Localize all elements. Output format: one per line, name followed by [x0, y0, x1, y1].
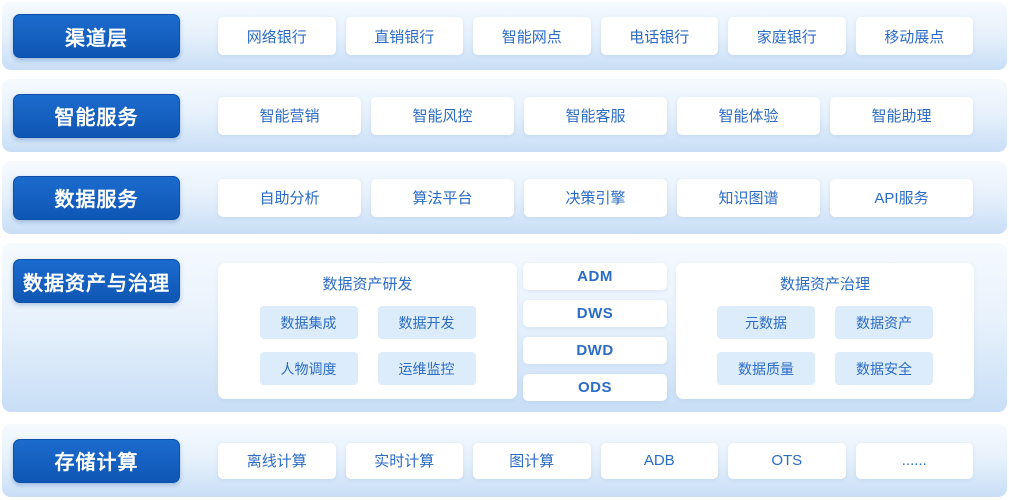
chip: 元数据: [717, 306, 815, 339]
channel-cards-row: 网络银行 直销银行 智能网点 电话银行 家庭银行 移动展点: [218, 2, 973, 70]
chip: 数据资产: [835, 306, 933, 339]
chip: 数据质量: [717, 352, 815, 385]
data-services-cards-row: 自助分析 算法平台 决策引擎 知识图谱 API服务: [218, 161, 973, 234]
node-card: OTS: [728, 442, 846, 479]
storage-compute-cards-row: 离线计算 实时计算 图计算 ADB OTS ......: [218, 424, 973, 497]
node-card: ADB: [600, 442, 718, 479]
warehouse-layer-card: ODS: [523, 374, 667, 401]
node-card: 决策引擎: [524, 178, 667, 217]
layer-label-storage-compute: 存储计算: [13, 438, 180, 483]
chip: 数据开发: [377, 306, 476, 339]
node-card: 离线计算: [218, 442, 336, 479]
data-asset-governance-panel: 数据资产治理 元数据 数据资产 数据质量 数据安全: [676, 263, 974, 399]
node-card: 智能体验: [677, 96, 820, 135]
node-card: 移动展点: [855, 17, 973, 55]
layer-band-intelligent-services: 智能服务 智能营销 智能风控 智能客服 智能体验 智能助理: [2, 79, 1007, 152]
node-card: 图计算: [473, 442, 591, 479]
layer-band-data-assets-governance: 数据资产与治理 数据资产研发 数据集成 数据开发 人物调度 运维监控 ADM D…: [2, 243, 1007, 412]
chip: 数据集成: [259, 306, 358, 339]
node-card: 知识图谱: [677, 178, 820, 217]
node-card: 自助分析: [218, 178, 361, 217]
node-card: 智能营销: [218, 96, 361, 135]
data-asset-governance-chip-grid: 元数据 数据资产 数据质量 数据安全: [676, 306, 974, 385]
warehouse-layer-card: DWD: [523, 337, 667, 364]
layer-label-intelligent-services: 智能服务: [13, 93, 180, 138]
data-asset-governance-title: 数据资产治理: [779, 276, 870, 293]
layer-band-storage-compute: 存储计算 离线计算 实时计算 图计算 ADB OTS ......: [2, 424, 1007, 497]
layer-label-data-services: 数据服务: [13, 175, 180, 220]
data-asset-dev-panel: 数据资产研发 数据集成 数据开发 人物调度 运维监控: [218, 263, 517, 399]
node-card: 智能助理: [830, 96, 973, 135]
layer-band-channel: 渠道层 网络银行 直销银行 智能网点 电话银行 家庭银行 移动展点: [2, 2, 1007, 70]
node-card: 网络银行: [218, 17, 336, 55]
node-card: 电话银行: [600, 17, 718, 55]
warehouse-layer-card: DWS: [523, 300, 667, 327]
data-asset-dev-chip-grid: 数据集成 数据开发 人物调度 运维监控: [218, 306, 517, 385]
warehouse-layer-card: ADM: [523, 263, 667, 290]
layer-label-channel: 渠道层: [13, 14, 180, 58]
node-card: API服务: [830, 178, 973, 217]
chip: 数据安全: [835, 352, 933, 385]
node-card: 智能客服: [524, 96, 667, 135]
node-card: 智能风控: [371, 96, 514, 135]
layer-band-data-services: 数据服务 自助分析 算法平台 决策引擎 知识图谱 API服务: [2, 161, 1007, 234]
data-asset-dev-title: 数据资产研发: [322, 276, 413, 293]
chip: 运维监控: [377, 352, 476, 385]
node-card: 算法平台: [371, 178, 514, 217]
node-card: 实时计算: [345, 442, 463, 479]
intelligent-services-cards-row: 智能营销 智能风控 智能客服 智能体验 智能助理: [218, 79, 973, 152]
layer-label-data-assets-governance: 数据资产与治理: [13, 259, 180, 303]
node-card: 直销银行: [345, 17, 463, 55]
node-card: 智能网点: [473, 17, 591, 55]
node-card: ......: [855, 442, 973, 479]
data-warehouse-layer-stack: ADM DWS DWD ODS: [523, 263, 667, 401]
node-card: 家庭银行: [728, 17, 846, 55]
chip: 人物调度: [259, 352, 358, 385]
